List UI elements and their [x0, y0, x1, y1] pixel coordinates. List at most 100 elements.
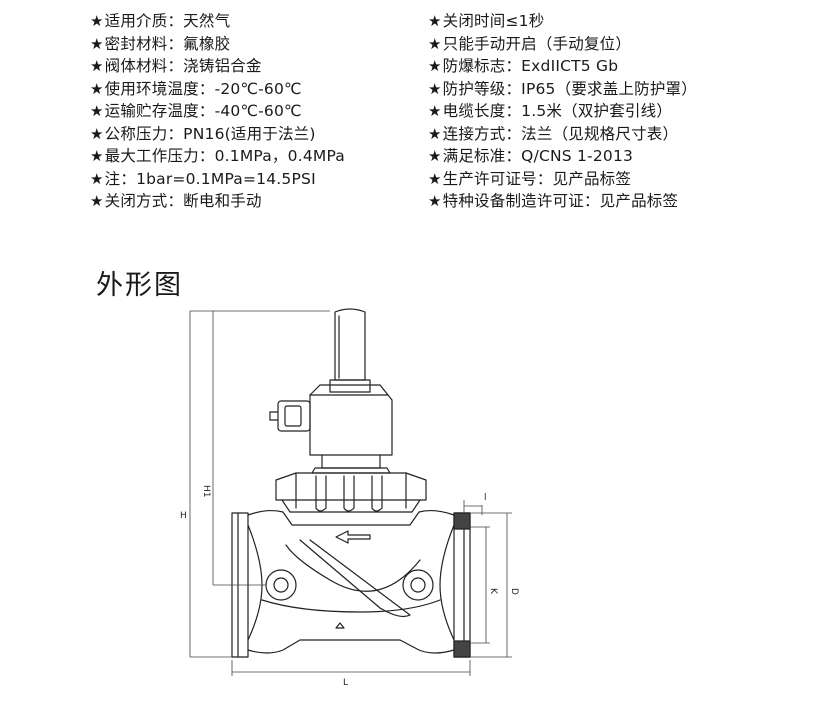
dim-H1-lines [212, 311, 266, 586]
spec-item: ★阀体材料：浇铸铝合金 [90, 55, 345, 78]
spec-value: ExdIICT5 Gb [521, 57, 619, 75]
dim-label-D: D [509, 588, 519, 595]
spec-label: 满足标准 [442, 147, 506, 165]
star-icon: ★ [428, 102, 442, 120]
star-icon: ★ [428, 57, 442, 75]
spec-separator: ： [198, 79, 215, 98]
spec-separator: ： [167, 34, 184, 53]
spec-item: ★最大工作压力：0.1MPa，0.4MPa [90, 145, 345, 168]
spec-item: ★使用环境温度：-20℃-60℃ [90, 78, 345, 101]
spec-label: 防爆标志 [442, 57, 506, 75]
spec-item: ★运输贮存温度：-40℃-60℃ [90, 100, 345, 123]
spec-separator: ： [505, 102, 522, 120]
spec-label: 密封材料 [104, 34, 168, 53]
right-port-boss [402, 569, 434, 601]
spec-separator: ： [505, 147, 522, 165]
spec-value: 0.1MPa，0.4MPa [214, 147, 346, 165]
section-title: 外形图 [96, 270, 183, 301]
spec-item: ★防护等级：IP65（要求盖上防护罩） [428, 78, 697, 101]
spec-item: ★密封材料：氟橡胶 [90, 33, 345, 56]
spec-value: Q/CNS 1-2013 [521, 147, 634, 165]
dim-label-L: L [343, 678, 348, 688]
spec-list-right: ★关闭时间≤1秒★只能手动开启（手动复位）★防爆标志：ExdIICT5 Gb★防… [428, 10, 697, 213]
spec-value: 天然气 [183, 12, 231, 30]
valve-bonnet [275, 472, 427, 513]
star-icon: ★ [90, 79, 104, 98]
spec-separator: ： [505, 79, 522, 98]
spec-separator: ： [505, 124, 522, 143]
spec-separator: ： [167, 124, 184, 143]
star-icon: ★ [90, 147, 104, 165]
spec-separator: ： [167, 12, 184, 30]
spec-label: 阀体材料 [104, 57, 168, 75]
spec-value: IP65（要求盖上防护罩） [521, 79, 697, 98]
spec-item: ★注：1bar=0.1MPa=14.5PSI [90, 168, 345, 191]
spec-list-left: ★适用介质：天然气★密封材料：氟橡胶★阀体材料：浇铸铝合金★使用环境温度：-20… [90, 10, 345, 213]
star-icon: ★ [90, 124, 104, 143]
right-flange [453, 512, 471, 658]
spec-item: ★关闭时间≤1秒 [428, 10, 697, 33]
spec-value: PN16(适用于法兰) [183, 124, 316, 143]
dim-L-lines [231, 660, 471, 676]
dim-label-H1: H1 [201, 485, 211, 498]
spec-label: 公称压力 [104, 124, 168, 143]
spec-text: 关闭时间≤1秒 [442, 12, 545, 30]
spec-item: ★连接方式：法兰（见规格尺寸表） [428, 123, 697, 146]
star-icon: ★ [428, 124, 442, 143]
spec-separator: ： [120, 169, 137, 188]
spec-item: ★特种设备制造许可证：见产品标签 [428, 190, 697, 213]
spec-item: ★适用介质：天然气 [90, 10, 345, 33]
spec-label: 使用环境温度 [104, 79, 199, 98]
spec-label: 运输贮存温度 [104, 102, 199, 120]
dim-K-lines [470, 526, 490, 644]
dim-label-l: l [484, 493, 487, 503]
coil-housing [269, 384, 393, 456]
spec-value: 法兰（见规格尺寸表） [521, 124, 679, 143]
dim-label-K: K [488, 588, 498, 595]
flow-arrow [335, 530, 371, 544]
spec-separator: ： [198, 147, 215, 165]
spec-value: 见产品标签 [599, 192, 679, 210]
spec-value: 1bar=0.1MPa=14.5PSI [136, 169, 316, 188]
spec-item: ★关闭方式：断电和手动 [90, 190, 345, 213]
dim-label-H: H [180, 511, 187, 521]
solenoid-tube [329, 308, 371, 393]
valve-body [247, 509, 455, 654]
spec-item: ★生产许可证号：见产品标签 [428, 168, 697, 191]
spec-label: 防护等级 [442, 79, 506, 98]
star-icon: ★ [90, 192, 104, 210]
spec-separator: ： [536, 169, 553, 188]
spec-separator: ： [198, 102, 215, 120]
star-icon: ★ [428, 192, 442, 210]
star-icon: ★ [428, 79, 442, 98]
spec-separator: ： [167, 57, 184, 75]
spec-label: 关闭方式 [104, 192, 168, 210]
dim-D-lines [470, 512, 512, 658]
spec-text: 只能手动开启（手动复位） [442, 34, 632, 53]
star-icon: ★ [428, 34, 442, 53]
spec-label: 连接方式 [442, 124, 506, 143]
spec-label: 生产许可证号 [442, 169, 537, 188]
spec-item: ★只能手动开启（手动复位） [428, 33, 697, 56]
spec-item: ★满足标准：Q/CNS 1-2013 [428, 145, 697, 168]
spec-value: -20℃-60℃ [214, 79, 302, 98]
spec-value: 见产品标签 [552, 169, 632, 188]
valve-neck [311, 454, 391, 474]
spec-value: 断电和手动 [183, 192, 262, 210]
spec-item: ★防爆标志：ExdIICT5 Gb [428, 55, 697, 78]
star-icon: ★ [90, 57, 104, 75]
dim-l-lines [463, 500, 483, 515]
spec-label: 适用介质 [104, 12, 168, 30]
spec-separator: ： [167, 192, 184, 210]
spec-value: 1.5米（双护套引线） [521, 102, 673, 120]
spec-label: 最大工作压力 [104, 147, 199, 165]
spec-separator: ： [505, 57, 522, 75]
spec-separator: ： [583, 192, 600, 210]
spec-value: -40℃-60℃ [214, 102, 302, 120]
star-icon: ★ [90, 102, 104, 120]
spec-value: 浇铸铝合金 [183, 57, 262, 75]
spec-label: 电缆长度 [442, 102, 506, 120]
star-icon: ★ [90, 34, 104, 53]
left-port-boss [265, 569, 297, 601]
